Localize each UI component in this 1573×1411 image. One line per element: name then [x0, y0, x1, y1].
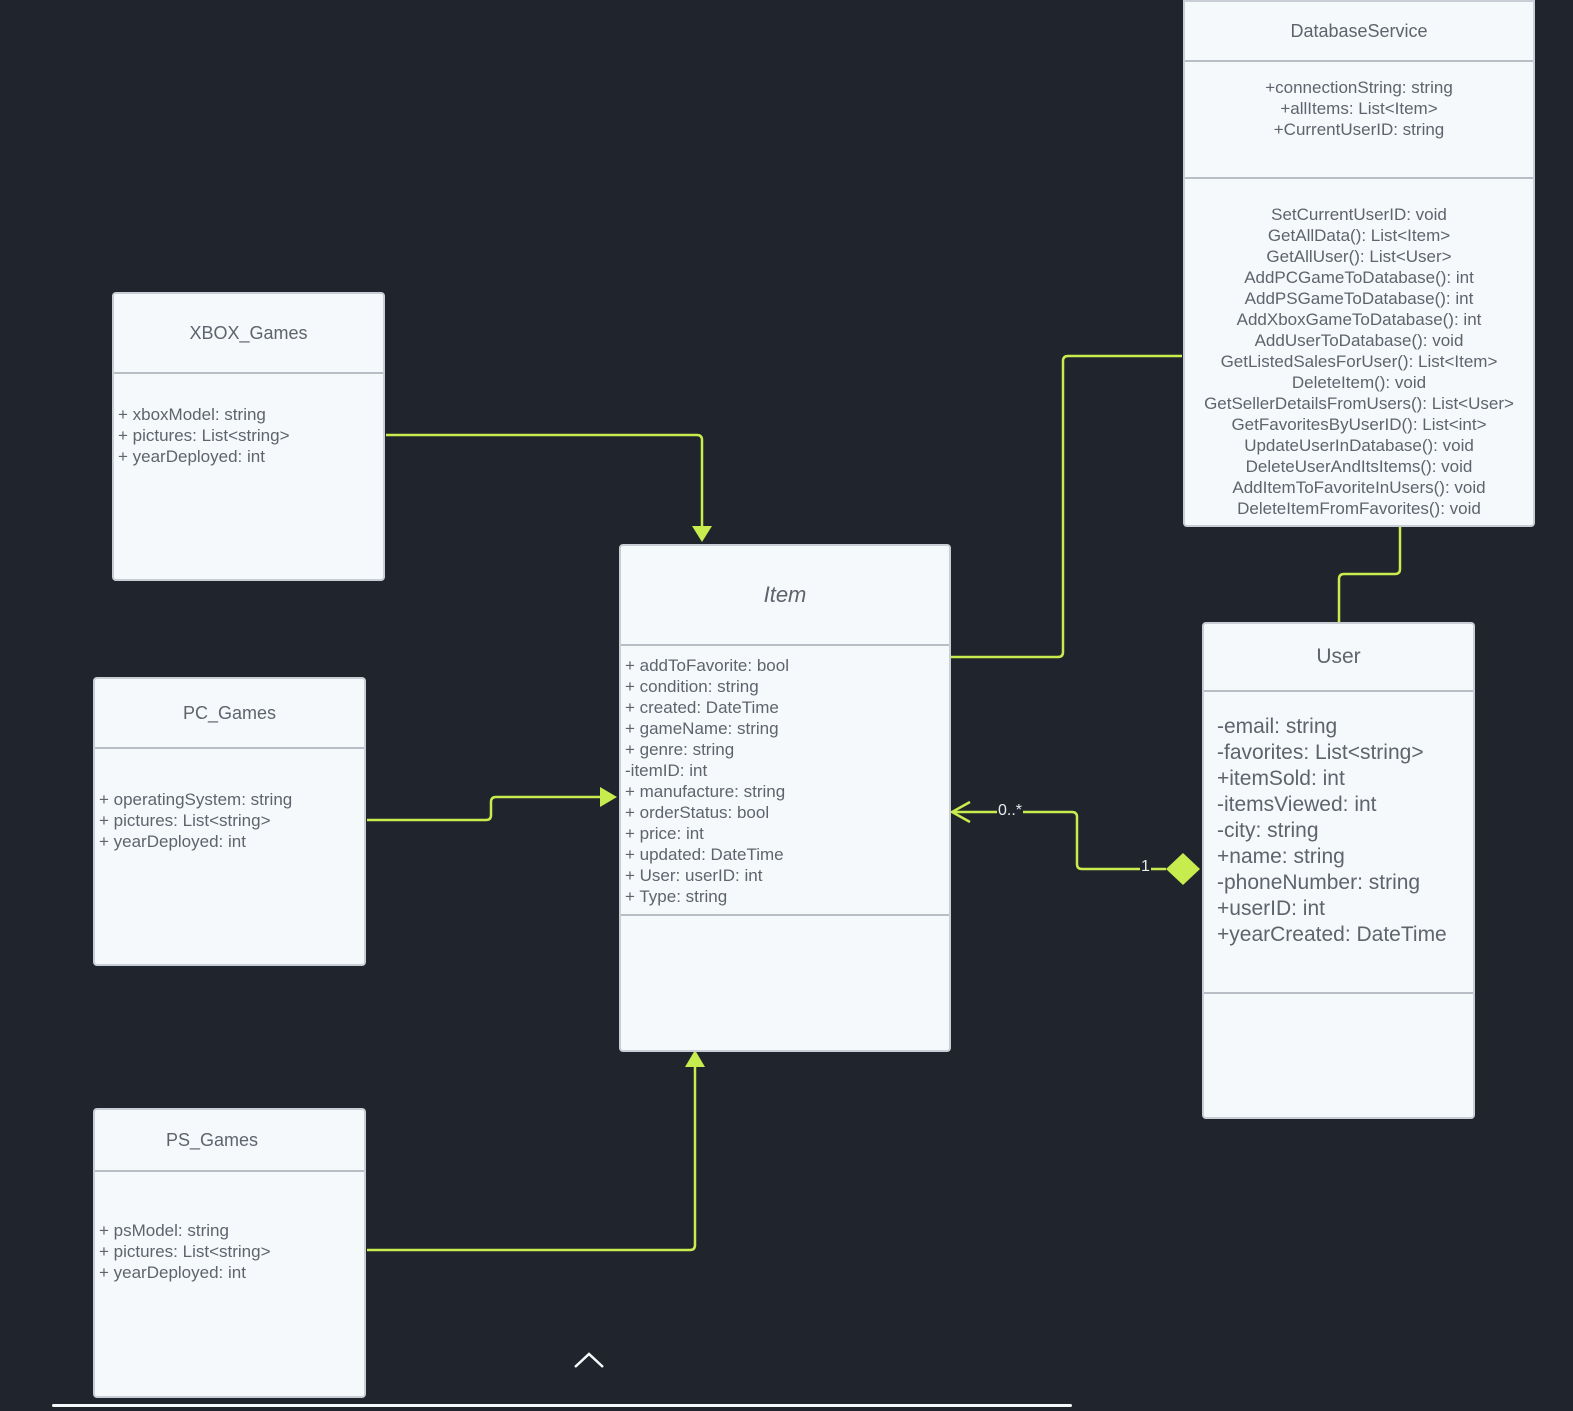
attribute: + Type: string: [625, 887, 728, 906]
method: AddUserToDatabase(): void: [1254, 331, 1464, 350]
attribute: +allItems: List<Item>: [1280, 99, 1438, 118]
attribute: + pictures: List<string>: [99, 811, 271, 830]
class-user[interactable]: User -email: string -favorites: List<str…: [1202, 622, 1475, 1119]
divider: [621, 644, 949, 646]
open-arrowhead: [949, 800, 971, 824]
divider: [114, 372, 383, 374]
class-database-service[interactable]: DatabaseService +connectionString: strin…: [1183, 0, 1535, 527]
attribute: + xboxModel: string: [118, 405, 266, 424]
attribute: -email: string: [1217, 715, 1338, 738]
attribute: +name: string: [1217, 845, 1345, 868]
method: GetListedSalesForUser(): List<Item>: [1220, 352, 1498, 371]
attribute: +CurrentUserID: string: [1273, 120, 1445, 139]
class-name: User: [1316, 645, 1361, 668]
attribute: +userID: int: [1217, 897, 1325, 920]
attribute: + price: int: [625, 824, 704, 843]
divider: [1204, 690, 1473, 692]
attribute: +itemSold: int: [1217, 767, 1345, 790]
attribute: + pictures: List<string>: [99, 1242, 271, 1261]
attributes: + xboxModel: string + pictures: List<str…: [114, 404, 383, 467]
pc-to-item-connector[interactable]: [367, 795, 600, 822]
attribute: + yearDeployed: int: [99, 832, 246, 851]
method: UpdateUserInDatabase(): void: [1244, 436, 1474, 455]
attribute: + condition: string: [625, 677, 759, 696]
attribute: -city: string: [1217, 819, 1319, 842]
pc-to-item-arrowhead: [600, 787, 617, 807]
attributes: +connectionString: string +allItems: Lis…: [1185, 77, 1533, 140]
method: SetCurrentUserID: void: [1271, 205, 1447, 224]
class-pc-games[interactable]: PC_Games + operatingSystem: string + pic…: [93, 677, 366, 966]
method: AddItemToFavoriteInUsers(): void: [1232, 478, 1486, 497]
chevron-up-icon[interactable]: [573, 1350, 605, 1370]
attribute: + manufacture: string: [625, 782, 786, 801]
attribute: -itemsViewed: int: [1217, 793, 1377, 816]
attribute: + gameName: string: [625, 719, 779, 738]
attribute: + yearDeployed: int: [118, 447, 265, 466]
method: AddPSGameToDatabase(): int: [1244, 289, 1474, 308]
method: GetFavoritesByUserID(): List<int>: [1231, 415, 1487, 434]
class-ps-games[interactable]: PS_Games + psModel: string + pictures: L…: [93, 1108, 366, 1398]
attributes: + psModel: string + pictures: List<strin…: [95, 1220, 364, 1283]
attribute: -phoneNumber: string: [1217, 871, 1421, 894]
class-item[interactable]: Item + addToFavorite: bool + condition: …: [619, 544, 951, 1052]
attribute: -favorites: List<string>: [1217, 741, 1424, 764]
attribute: + genre: string: [625, 740, 735, 759]
ps-to-item-connector[interactable]: [367, 1066, 697, 1252]
attribute: + User: userID: int: [625, 866, 763, 885]
divider: [1204, 992, 1473, 994]
method: GetAllData(): List<Item>: [1267, 226, 1451, 245]
method: DeleteItem(): void: [1291, 373, 1427, 392]
attribute: +yearCreated: DateTime: [1217, 923, 1447, 946]
attribute: -itemID: int: [625, 761, 708, 780]
class-name: PC_Games: [182, 702, 277, 723]
method: DeleteItemFromFavorites(): void: [1237, 499, 1481, 518]
attribute: +connectionString: string: [1265, 78, 1453, 97]
attribute: + pictures: List<string>: [118, 426, 290, 445]
xbox-to-item-arrowhead: [692, 526, 712, 542]
attribute: + psModel: string: [99, 1221, 229, 1240]
database-to-user-connector[interactable]: [1337, 525, 1402, 623]
horizontal-scrollbar[interactable]: [52, 1404, 1072, 1407]
class-name: XBOX_Games: [189, 322, 308, 343]
divider: [95, 747, 364, 749]
class-name: Item: [763, 582, 807, 607]
attribute: + operatingSystem: string: [99, 790, 293, 809]
attribute: + addToFavorite: bool: [625, 656, 789, 675]
method: AddXboxGameToDatabase(): int: [1236, 310, 1482, 329]
user-to-item-composition-connector[interactable]: [952, 810, 1166, 871]
item-to-database-connector[interactable]: [948, 354, 1182, 659]
divider: [621, 914, 949, 916]
attribute: + yearDeployed: int: [99, 1263, 246, 1282]
multiplicity-label-user-end: 1: [1140, 858, 1151, 876]
class-name: DatabaseService: [1290, 20, 1428, 41]
methods: SetCurrentUserID: void GetAllData(): Lis…: [1185, 204, 1533, 519]
multiplicity-label-item-end: 0..*: [997, 802, 1024, 820]
method: AddPCGameToDatabase(): int: [1244, 268, 1474, 287]
attributes: + operatingSystem: string + pictures: Li…: [95, 789, 364, 852]
method: GetSellerDetailsFromUsers(): List<User>: [1204, 394, 1514, 413]
class-xbox-games[interactable]: XBOX_Games + xboxModel: string + picture…: [112, 292, 385, 581]
method: DeleteUserAndItsItems(): void: [1245, 457, 1473, 476]
class-name: PS_Games: [166, 1129, 259, 1150]
xbox-to-item-connector[interactable]: [386, 433, 704, 527]
composition-diamond: [1166, 853, 1200, 885]
method: GetAllUser(): List<User>: [1266, 247, 1452, 266]
attribute: + orderStatus: bool: [625, 803, 770, 822]
attribute: + created: DateTime: [625, 698, 779, 717]
ps-to-item-arrowhead: [685, 1050, 705, 1067]
divider: [95, 1170, 364, 1172]
attributes: -email: string -favorites: List<string> …: [1204, 714, 1473, 948]
divider: [1185, 177, 1533, 179]
attribute: + updated: DateTime: [625, 845, 784, 864]
attributes: + addToFavorite: bool + condition: strin…: [621, 655, 949, 907]
divider: [1185, 60, 1533, 62]
